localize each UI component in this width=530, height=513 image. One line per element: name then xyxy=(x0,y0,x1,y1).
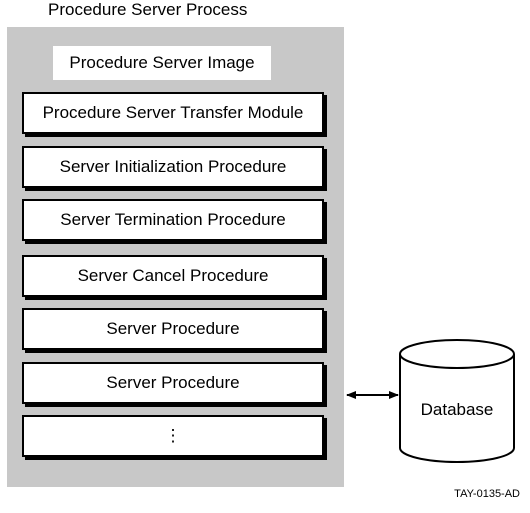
figure-id: TAY-0135-AD xyxy=(454,488,520,500)
ellipsis-procedure-box: ⋮ xyxy=(22,415,324,457)
database-cylinder-icon xyxy=(399,339,515,463)
transfer-module-box: Procedure Server Transfer Module xyxy=(22,92,324,134)
server-image-label: Procedure Server Image xyxy=(53,46,271,80)
cancel-procedure-box: Server Cancel Procedure xyxy=(22,255,324,297)
database-label: Database xyxy=(420,400,494,419)
initialization-procedure-box: Server Initialization Procedure xyxy=(22,146,324,188)
termination-procedure-box: Server Termination Procedure xyxy=(22,199,324,241)
server-procedure-box-2: Server Procedure xyxy=(22,362,324,404)
server-procedure-box-1: Server Procedure xyxy=(22,308,324,350)
process-title: Procedure Server Process xyxy=(48,0,248,19)
